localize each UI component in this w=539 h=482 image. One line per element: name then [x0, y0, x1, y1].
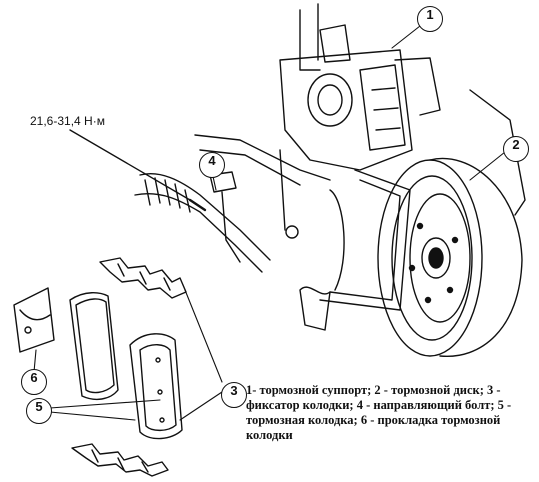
callout-3: 3: [221, 382, 247, 408]
guide-bolt: [69, 129, 241, 263]
legend-caption: 1- тормозной суппорт; 2 - тормозной диск…: [246, 383, 512, 442]
brake-caliper: [279, 24, 413, 171]
brake-disc: [377, 157, 523, 358]
callout-4: 4: [199, 152, 225, 178]
torque-label: 21,6-31,4 Н·м: [30, 114, 105, 128]
callout-leaders: [33, 25, 506, 421]
pad-retainer-lower: [71, 443, 169, 477]
pad-shim: [13, 287, 55, 353]
tie-rod: [134, 134, 331, 273]
caliper-bracket: [299, 169, 411, 331]
pad-retainer-upper: [99, 257, 187, 299]
brake-pad-inner: [129, 333, 183, 440]
callout-6: 6: [21, 369, 47, 395]
callout-2: 2: [503, 136, 529, 162]
brake-pad-outer: [69, 292, 119, 401]
suspension-strut: [299, 3, 526, 216]
callout-5: 5: [26, 398, 52, 424]
callout-1: 1: [417, 6, 443, 32]
